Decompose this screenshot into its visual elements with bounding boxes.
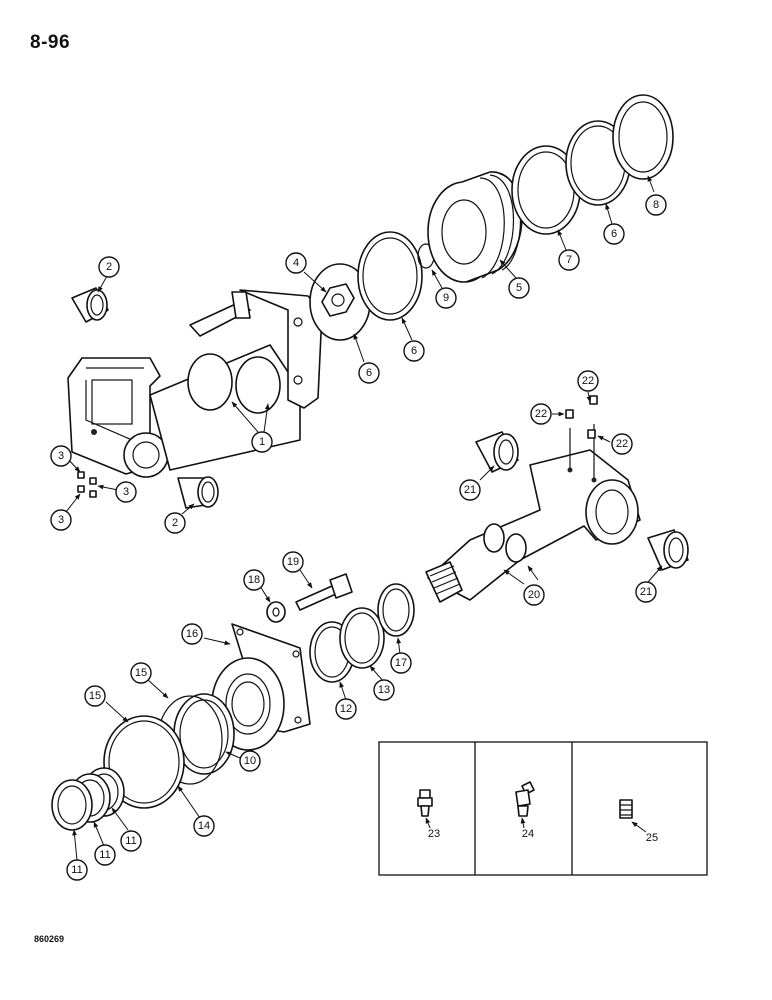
svg-text:24: 24	[522, 828, 534, 840]
callout-12: 12	[335, 698, 357, 720]
svg-text:1: 1	[259, 436, 265, 448]
svg-text:2: 2	[172, 517, 178, 529]
callout-22-right: 22	[611, 433, 633, 455]
callout-3-bottom: 3	[50, 509, 72, 531]
svg-text:20: 20	[528, 589, 540, 601]
svg-text:11: 11	[71, 864, 82, 876]
svg-text:23: 23	[428, 828, 440, 840]
callout-15-right: 15	[130, 662, 152, 684]
grease-fitting-angled-24: 24	[515, 781, 535, 840]
bushing-part-21-lower	[647, 529, 689, 571]
page-number: 8-96	[30, 32, 71, 53]
callout-3-top: 3	[50, 445, 72, 467]
svg-text:7: 7	[566, 254, 572, 266]
callout-13: 13	[373, 679, 395, 701]
svg-text:22: 22	[535, 408, 547, 420]
ring-part-8	[612, 94, 674, 180]
svg-text:13: 13	[378, 684, 390, 696]
callout-9: 9	[435, 287, 457, 309]
svg-text:21: 21	[464, 484, 476, 496]
svg-text:22: 22	[616, 438, 628, 450]
callout-21-lower: 21	[635, 581, 657, 603]
callout-3-right: 3	[115, 481, 137, 503]
svg-text:3: 3	[123, 486, 129, 498]
callout-2-lower: 2	[164, 512, 186, 534]
svg-text:15: 15	[135, 667, 147, 679]
piston-part-5	[427, 171, 523, 283]
svg-text:10: 10	[244, 755, 256, 767]
callout-8: 8	[645, 194, 667, 216]
svg-text:18: 18	[248, 574, 260, 586]
housing-part-1	[67, 289, 323, 478]
bushing-part-2-upper	[71, 287, 109, 323]
svg-text:22: 22	[582, 375, 594, 387]
callout-18: 18	[243, 569, 265, 591]
callout-21-upper: 21	[459, 479, 481, 501]
svg-text:6: 6	[411, 345, 417, 357]
svg-text:8: 8	[653, 199, 659, 211]
svg-text:6: 6	[611, 228, 617, 240]
svg-text:17: 17	[395, 657, 407, 669]
svg-text:3: 3	[58, 514, 64, 526]
ring-part-17	[377, 583, 415, 637]
seals-part-11	[51, 767, 125, 831]
bushing-part-2-lower	[177, 476, 219, 509]
svg-text:3: 3	[58, 450, 64, 462]
callout-6-middle: 6	[403, 340, 425, 362]
bushing-part-21-upper	[475, 431, 519, 473]
fittings-part-3	[77, 471, 97, 498]
nut-part-4	[309, 263, 371, 341]
callout-22-left: 22	[530, 403, 552, 425]
callout-6-left: 6	[358, 362, 380, 384]
svg-text:16: 16	[186, 628, 198, 640]
ring-part-10	[173, 693, 235, 775]
callout-4: 4	[285, 252, 307, 274]
callout-15-left: 15	[84, 685, 106, 707]
seal-ring-part-6-left	[357, 231, 423, 321]
ring-part-13	[339, 607, 385, 669]
callout-1: 1	[251, 431, 273, 453]
callout-11-a: 11	[120, 830, 142, 852]
rod-part-20	[425, 424, 641, 603]
svg-text:12: 12	[340, 703, 352, 715]
callout-11-c: 11	[66, 859, 88, 881]
svg-text:19: 19	[287, 556, 299, 568]
plug-fitting-25: 25	[619, 799, 658, 844]
svg-text:25: 25	[646, 832, 658, 844]
callout-22-top: 22	[577, 370, 599, 392]
callout-20: 20	[523, 584, 545, 606]
svg-text:15: 15	[89, 690, 101, 702]
callout-19: 19	[282, 551, 304, 573]
callout-2-upper: 2	[98, 256, 120, 278]
leader-lines	[65, 175, 663, 861]
figure-code: 860269	[34, 934, 65, 944]
grease-fitting-straight-23: 23	[417, 789, 440, 840]
callout-14: 14	[193, 815, 215, 837]
svg-text:14: 14	[198, 820, 210, 832]
callout-10: 10	[239, 750, 261, 772]
svg-text:4: 4	[293, 257, 299, 269]
svg-text:11: 11	[99, 849, 110, 861]
set-screws-part-22	[565, 395, 598, 439]
svg-text:9: 9	[443, 292, 449, 304]
washer-part-18	[266, 601, 286, 623]
callout-5: 5	[508, 277, 530, 299]
svg-text:21: 21	[640, 586, 652, 598]
fittings-inset: 23 24 25	[378, 741, 708, 876]
svg-text:5: 5	[516, 282, 522, 294]
callout-17: 17	[390, 652, 412, 674]
callout-11-b: 11	[94, 844, 116, 866]
svg-text:11: 11	[125, 835, 136, 847]
callout-7: 7	[558, 249, 580, 271]
callout-16: 16	[181, 623, 203, 645]
svg-text:2: 2	[106, 261, 112, 273]
svg-text:6: 6	[366, 367, 372, 379]
bolt-part-19	[295, 573, 353, 611]
callout-6-right: 6	[603, 223, 625, 245]
